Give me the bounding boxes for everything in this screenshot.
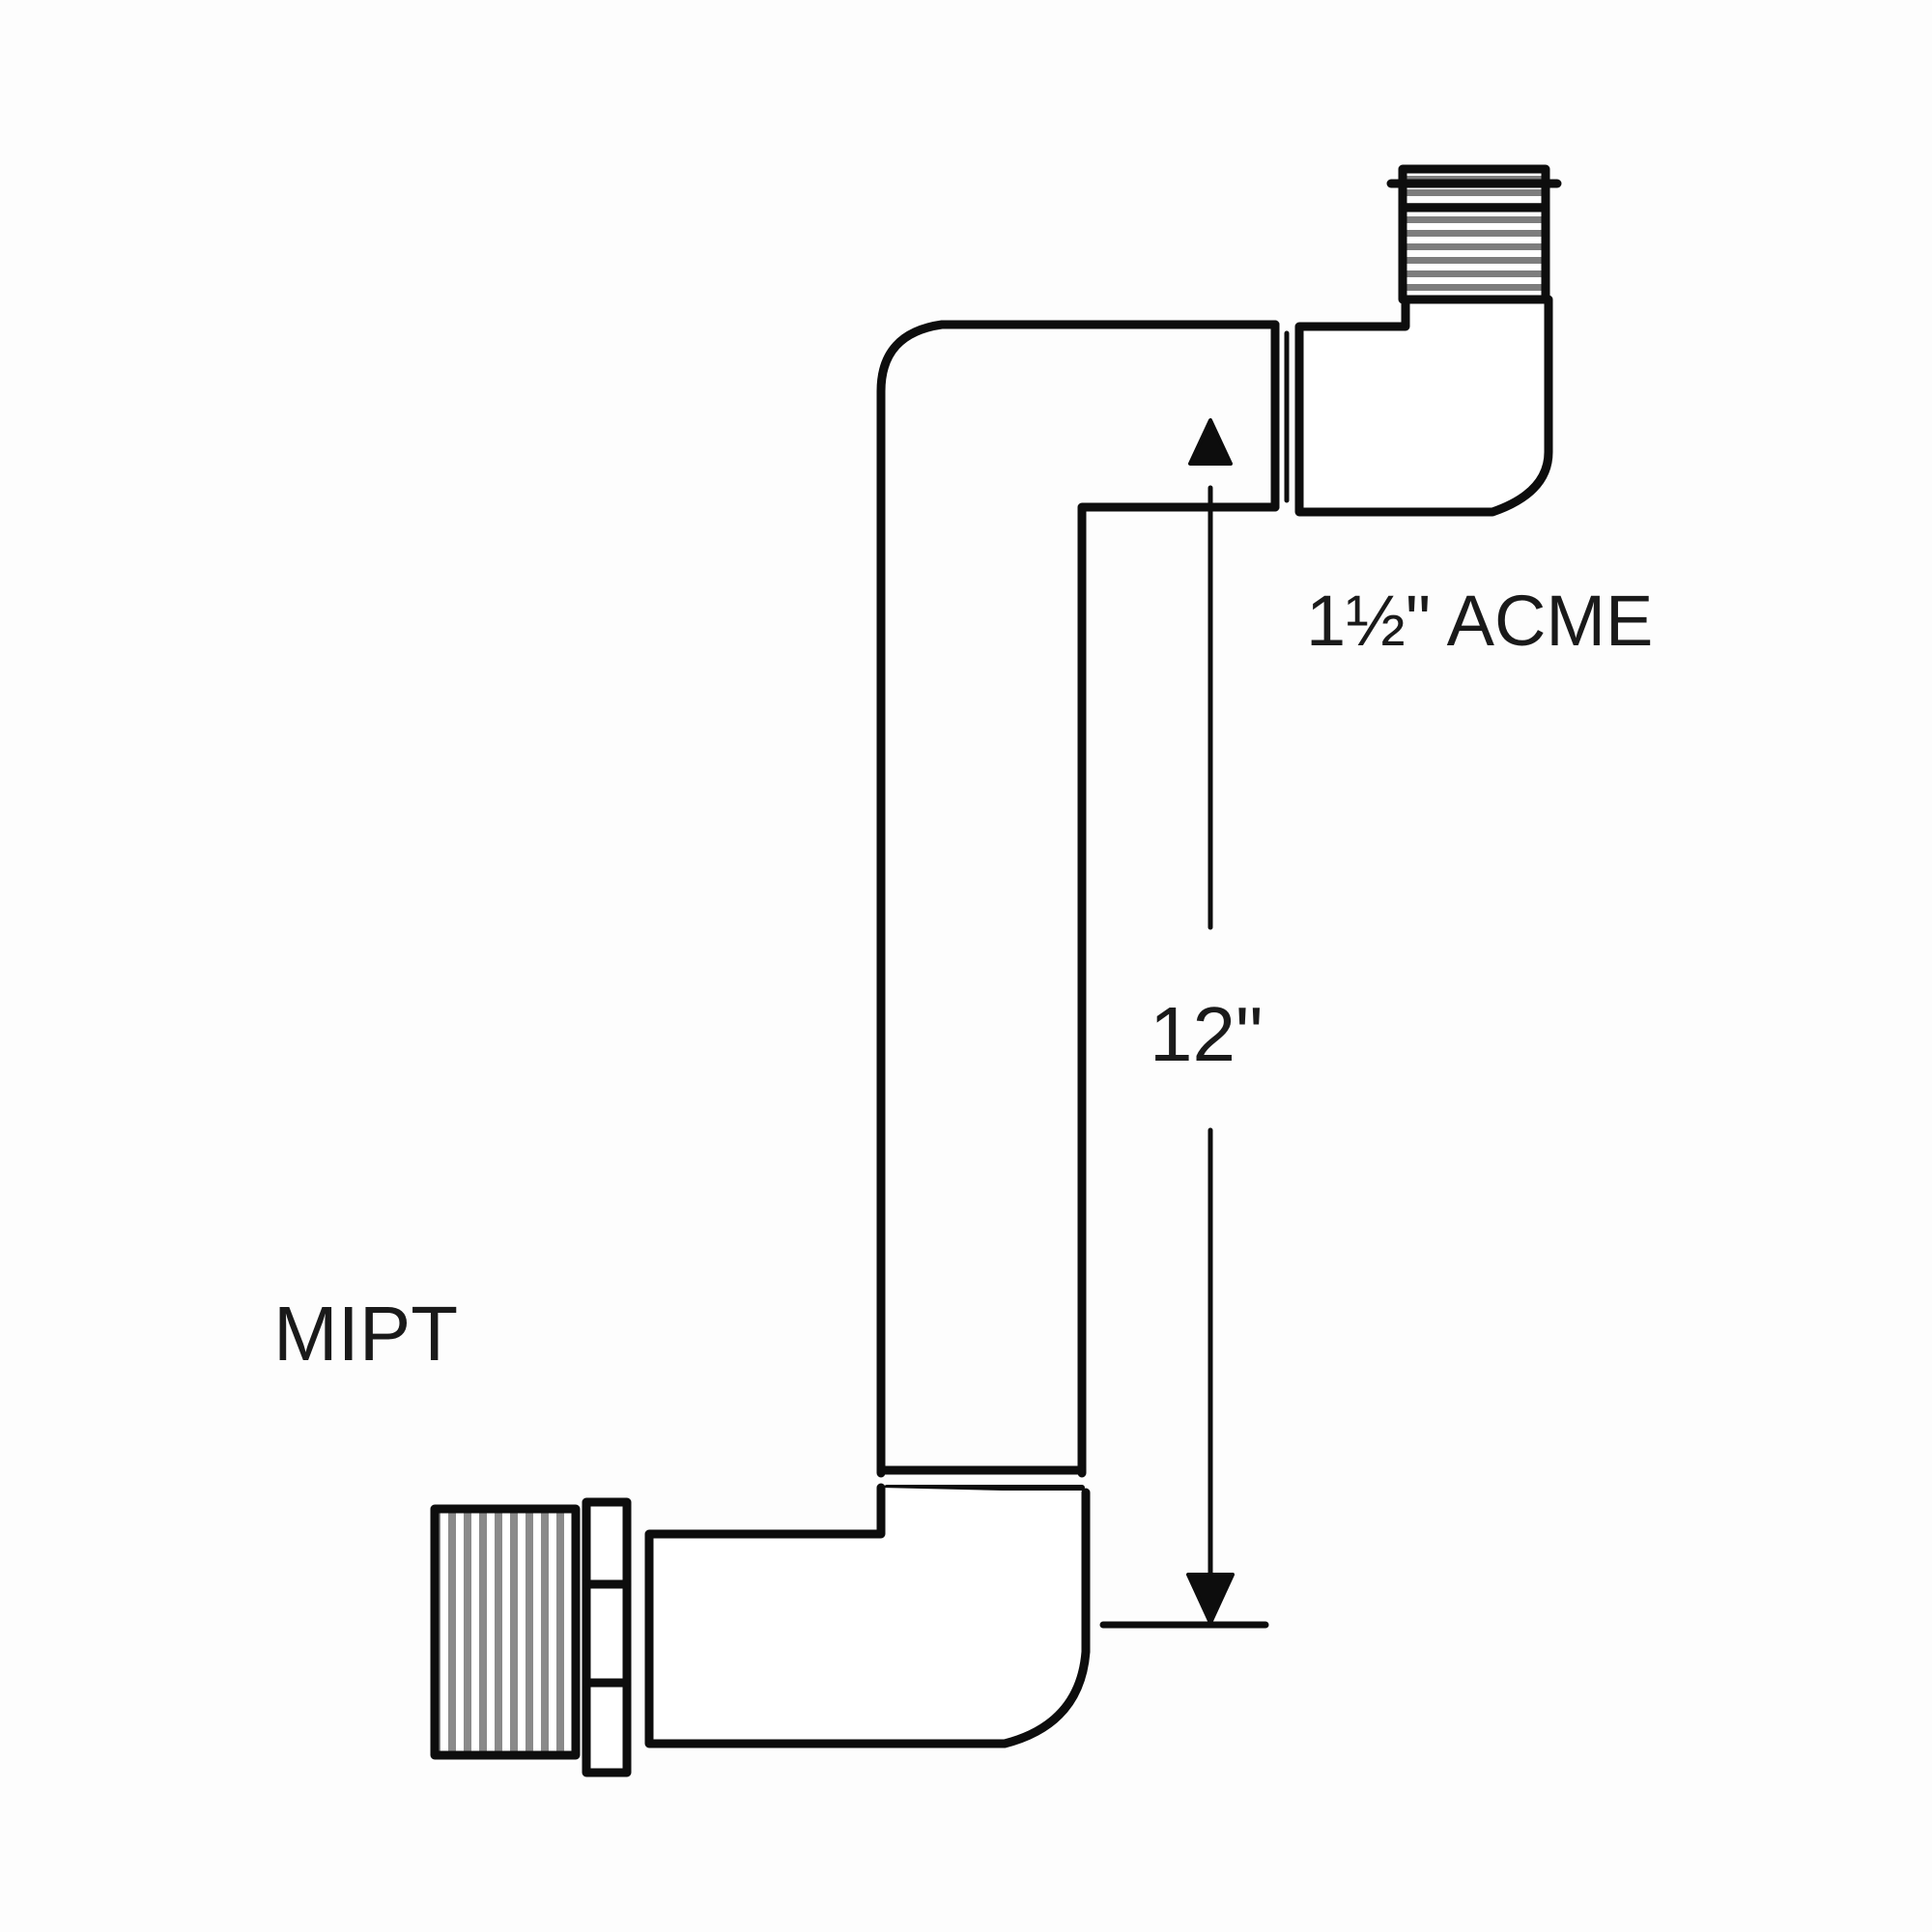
mipt-connection-label: MIPT	[273, 1291, 459, 1377]
mipt-thread-icon	[430, 1504, 581, 1760]
hex-nut-icon	[582, 1497, 632, 1777]
top-elbow	[1294, 164, 1562, 517]
arrow-up-icon	[1188, 418, 1233, 466]
bottom-elbow	[430, 1483, 1091, 1777]
dimension-label: 12"	[1146, 990, 1267, 1079]
arrow-down-icon	[1186, 1573, 1235, 1625]
acme-thread-icon	[1398, 164, 1550, 304]
riser-pipe	[876, 320, 1290, 1491]
acme-connection-label: 1½" ACME	[1306, 581, 1654, 661]
dimension-arrow	[1099, 418, 1269, 1629]
